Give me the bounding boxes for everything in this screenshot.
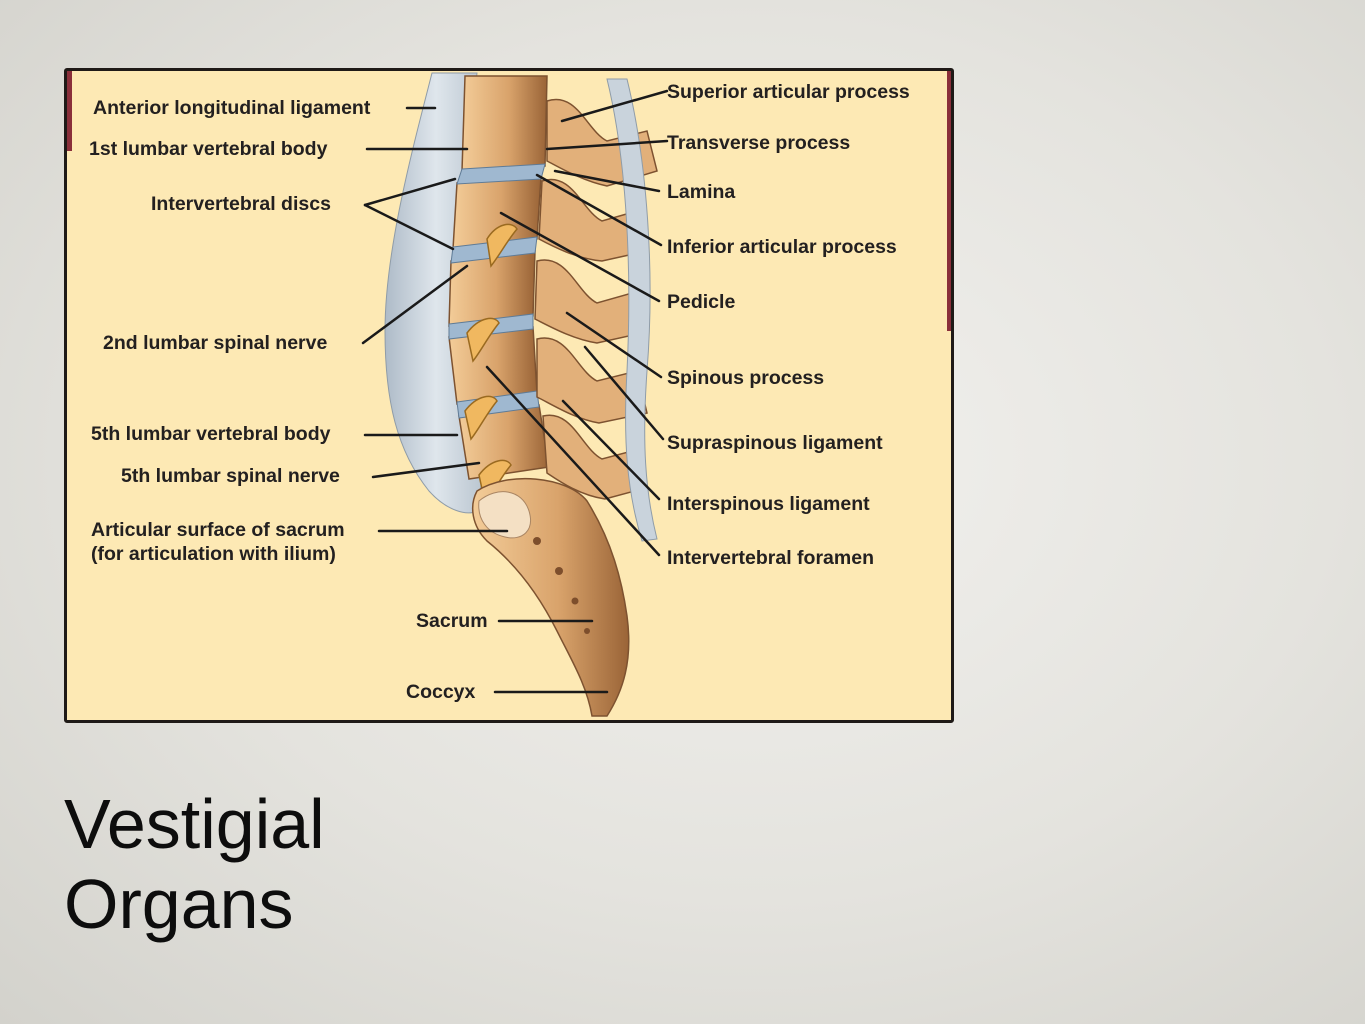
- label-articular-surface-of-sacrum: Articular surface of sacrum: [91, 519, 345, 541]
- slide-title-line-2: Organs: [64, 865, 294, 943]
- label-inferior-articular-process: Inferior articular process: [667, 236, 897, 258]
- label-interspinous-ligament: Interspinous ligament: [667, 493, 870, 515]
- label-sacrum: Sacrum: [416, 610, 488, 632]
- vertebral-body-1: [461, 75, 548, 172]
- vertebral-bodies: [448, 75, 550, 480]
- slide-title: Vestigial Organs: [64, 784, 325, 944]
- supraspinous-ligament-shape: [606, 78, 658, 542]
- label-transverse-process: Transverse process: [667, 132, 851, 154]
- label-anterior-longitudinal-ligament: Anterior longitudinal ligament: [93, 97, 371, 119]
- label-pedicle: Pedicle: [667, 291, 736, 313]
- label-5th-lumbar-vertebral-body: 5th lumbar vertebral body: [91, 423, 331, 445]
- label-articular-surface-note: (for articulation with ilium): [91, 543, 336, 565]
- slide-title-line-1: Vestigial: [64, 785, 325, 863]
- label-5th-lumbar-spinal-nerve: 5th lumbar spinal nerve: [121, 465, 340, 487]
- label-2nd-lumbar-spinal-nerve: 2nd lumbar spinal nerve: [103, 332, 328, 354]
- lumbar-spine-illustration: [361, 72, 669, 717]
- sacral-foramina: [533, 537, 590, 634]
- label-superior-articular-process: Superior articular process: [667, 81, 910, 103]
- articular-surface-shape: [478, 491, 531, 539]
- frame-edge-left: [67, 71, 72, 151]
- frame-edge-right: [947, 71, 951, 331]
- label-supraspinous-ligament: Supraspinous ligament: [667, 432, 883, 454]
- spine-diagram: Anterior longitudinal ligament 1st lumba…: [64, 68, 954, 723]
- spinal-nerves: [464, 223, 518, 505]
- label-lamina: Lamina: [667, 181, 736, 203]
- label-1st-lumbar-vertebral-body: 1st lumbar vertebral body: [89, 138, 328, 160]
- label-coccyx: Coccyx: [406, 681, 476, 703]
- label-intervertebral-discs: Intervertebral discs: [151, 193, 331, 215]
- label-spinous-process: Spinous process: [667, 367, 825, 389]
- leader-lines: [361, 89, 669, 694]
- label-intervertebral-foramen: Intervertebral foramen: [667, 547, 874, 569]
